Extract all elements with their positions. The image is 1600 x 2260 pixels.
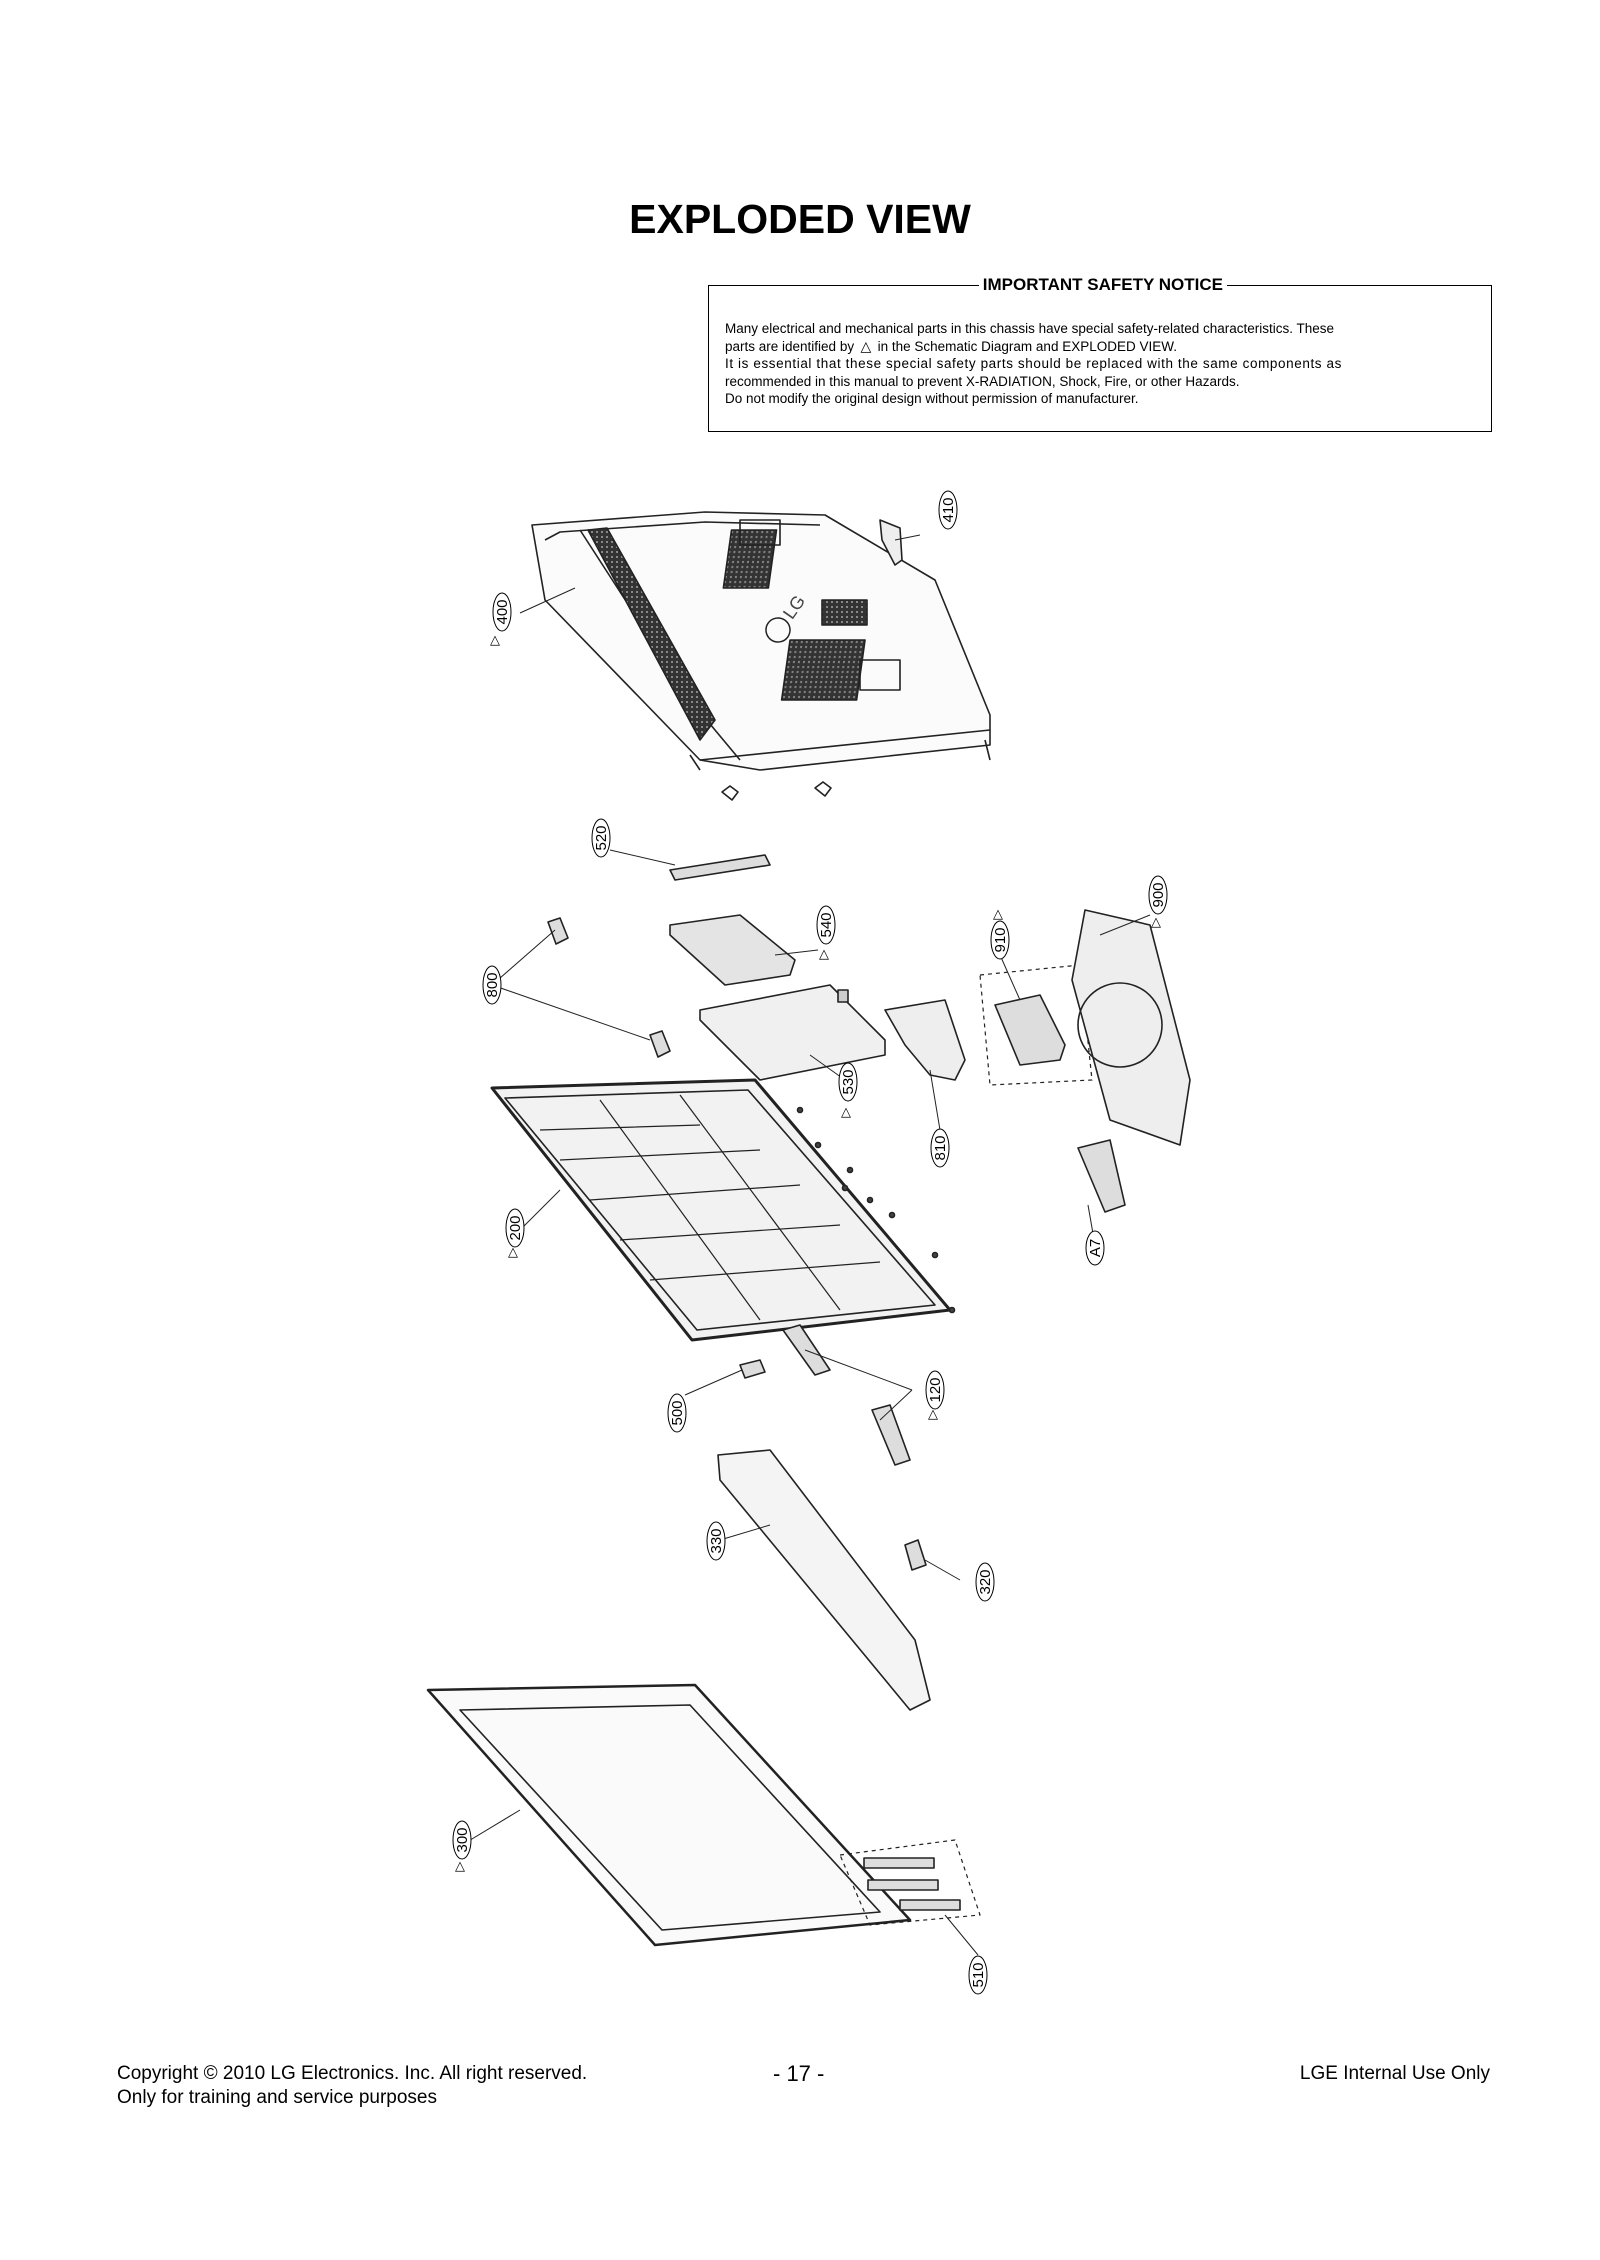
cover-330 <box>717 1449 931 1711</box>
callout-800: 800 <box>484 972 501 997</box>
warning-400-icon: △ <box>490 632 500 647</box>
callout-500: 500 <box>669 1400 686 1425</box>
warning-120-icon: △ <box>928 1406 938 1421</box>
bracket-410 <box>879 519 903 566</box>
callout-A7: A7 <box>1087 1239 1104 1257</box>
callout-520: 520 <box>593 825 610 850</box>
part-800-b <box>649 1030 671 1058</box>
page-number: - 17 - <box>773 2061 825 2086</box>
notice-line-2b: in the Schematic Diagram and EXPLODED VI… <box>877 338 1177 354</box>
notice-line-3: It is essential that these special safet… <box>725 356 1342 371</box>
callout-900: 900 <box>1150 882 1167 907</box>
back-cover-400 <box>531 511 991 771</box>
warning-900-icon: △ <box>1151 914 1161 929</box>
chassis-frame-200 <box>490 1078 952 1342</box>
warning-910-icon: △ <box>993 906 1003 921</box>
callout-120: 120 <box>927 1377 944 1402</box>
callout-510: 510 <box>970 1962 987 1987</box>
part-A7 <box>1077 1139 1126 1213</box>
part-320 <box>904 1539 927 1571</box>
safety-notice-text: Many electrical and mechanical parts in … <box>725 320 1477 408</box>
stand-bracket-810 <box>884 999 966 1081</box>
callout-300: 300 <box>454 1827 471 1852</box>
stand-900-ring <box>1077 982 1163 1068</box>
part-500 <box>739 1359 766 1379</box>
footer-left: Copyright © 2010 LG Electronics. Inc. Al… <box>117 2062 587 2110</box>
safety-notice-heading: IMPORTANT SAFETY NOTICE <box>978 274 1227 296</box>
speaker-120-b <box>871 1404 911 1466</box>
footer-internal: LGE Internal Use Only <box>1299 2063 1490 2084</box>
safety-notice-box: IMPORTANT SAFETY NOTICE Many electrical … <box>708 274 1492 432</box>
ir-board-510-b <box>867 1879 939 1891</box>
clip-right <box>814 781 832 797</box>
power-board-530 <box>699 984 886 1081</box>
hinge-910 <box>994 994 1066 1066</box>
notice-line-2a: parts are identified by <box>725 338 855 354</box>
part-800-a <box>547 917 569 945</box>
callout-810: 810 <box>932 1135 949 1160</box>
main-board-540 <box>669 914 796 986</box>
callout-330: 330 <box>708 1528 725 1553</box>
stand-900 <box>1071 909 1191 1146</box>
footer-purpose: Only for training and service purposes <box>117 2087 437 2108</box>
exploded-view-diagram: LG <box>426 490 1191 1995</box>
callout-200: 200 <box>507 1215 524 1240</box>
screws <box>796 1106 956 1314</box>
warning-540-icon: △ <box>819 946 829 961</box>
page-title: EXPLODED VIEW <box>629 196 971 242</box>
callout-410: 410 <box>940 497 957 522</box>
footer-copyright: Copyright © 2010 LG Electronics. Inc. Al… <box>117 2063 588 2084</box>
callout-540: 540 <box>818 912 835 937</box>
warning-200-icon: △ <box>508 1244 518 1259</box>
front-bezel-300 <box>426 1683 912 1947</box>
ir-board-510-a <box>863 1857 935 1869</box>
callout-910: 910 <box>992 927 1009 952</box>
connector-530 <box>837 989 849 1003</box>
ir-board-area-510 <box>839 1839 981 1926</box>
warning-triangle-icon: △ <box>860 337 872 354</box>
callout-400: 400 <box>494 599 511 624</box>
callout-320: 320 <box>977 1569 994 1594</box>
warning-530-icon: △ <box>841 1104 851 1119</box>
speaker-120-a <box>782 1324 831 1376</box>
board-520 <box>669 854 771 881</box>
notice-line-2: parts are identified by △ in the Schemat… <box>725 338 1477 356</box>
callout-530: 530 <box>840 1069 857 1094</box>
ir-board-510-c <box>899 1899 961 1911</box>
notice-line-4: recommended in this manual to prevent X-… <box>725 373 1240 389</box>
notice-line-5: Do not modify the original design withou… <box>725 391 1139 406</box>
notice-line-1: Many electrical and mechanical parts in … <box>725 321 1335 336</box>
hinge-area-910 <box>979 964 1093 1086</box>
warning-300-icon: △ <box>455 1858 465 1873</box>
clip-left <box>721 785 739 801</box>
